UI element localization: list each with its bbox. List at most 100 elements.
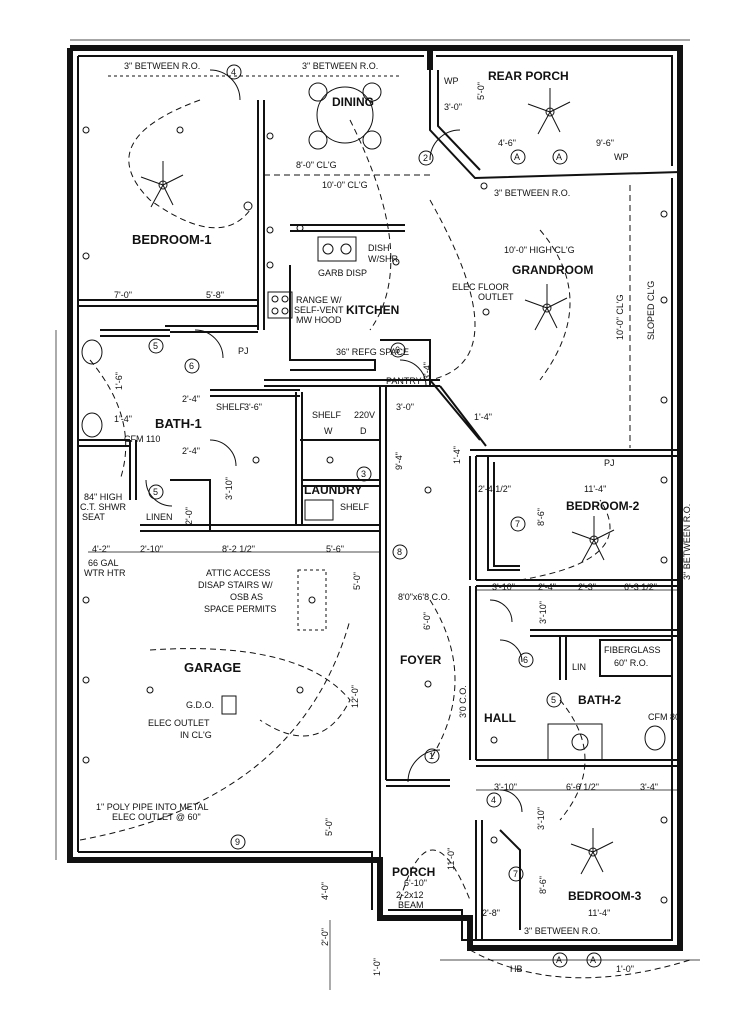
note-poly-pipe-2: ELEC OUTLET @ 60"	[112, 812, 201, 822]
note-clg-10-vert: 10'-0" CL'G	[615, 294, 625, 340]
room-label-bedroom1: BEDROOM-1	[132, 232, 211, 247]
note-shelf-1: SHELF	[312, 410, 342, 420]
room-label-foyer: FOYER	[400, 653, 442, 667]
tag: 6	[189, 361, 194, 371]
note-attic-3: OSB AS	[230, 592, 263, 602]
bath2-tub	[599, 639, 673, 677]
grid-marker: A	[514, 152, 520, 162]
exterior-walls	[67, 45, 683, 951]
note-water-heater-1: 66 GAL	[88, 558, 119, 568]
note-pj-1: PJ	[238, 346, 249, 356]
dimension-label: 4'-2"	[92, 544, 110, 554]
note-beam-1: 2-2x12	[396, 890, 424, 900]
note-between-ro-a: 3" BETWEEN R.O.	[124, 61, 200, 71]
dimension-label: 11'-4"	[588, 908, 610, 918]
tag: 5	[551, 695, 556, 705]
tag: 6	[395, 345, 400, 355]
room-label-pantry: PANTRY	[386, 376, 422, 386]
note-elec-floor-outlet-2: OUTLET	[478, 292, 514, 302]
range	[267, 291, 293, 319]
tag: 7	[515, 519, 520, 529]
note-self-vent: SELF-VENT	[294, 305, 344, 315]
ceiling-fan-rear-porch	[527, 88, 571, 135]
dimension-label: 4'-6"	[498, 138, 516, 148]
room-label-dining: DINING	[332, 95, 374, 109]
dimension-label: 4'-0"	[320, 882, 330, 900]
note-attic-1: ATTIC ACCESS	[206, 568, 270, 578]
outlet-symbols	[82, 126, 668, 904]
dimension-label: 11'-4"	[584, 484, 606, 494]
dimension-label: 6'-6 1/2"	[566, 782, 599, 792]
note-between-ro-d: 3" BETWEEN R.O.	[524, 926, 600, 936]
dimension-label: 9'-4"	[394, 452, 404, 470]
note-gdo: G.D.O.	[186, 700, 214, 710]
dimension-label: 2'-4 1/2"	[478, 484, 511, 494]
dimension-label: 2'-4"	[538, 582, 556, 592]
tag: 8	[397, 547, 402, 557]
tag: 2	[423, 153, 428, 163]
room-label-kitchen: KITCHEN	[346, 303, 399, 317]
circled-tags: 4 2 5 6 5 3 8 7 6 5 4 7 1 9 6	[148, 64, 562, 882]
dimension-label: 3'-4"	[422, 362, 432, 380]
note-wshr: W/SHR	[368, 254, 398, 264]
dimension-label: 7'-0"	[114, 290, 132, 300]
grid-marker: A	[590, 955, 596, 965]
tag: 3	[361, 469, 366, 479]
room-label-bath2: BATH-2	[578, 693, 621, 707]
note-cfm-110: CFM 110	[124, 434, 160, 444]
note-sloped-clg: SLOPED CL'G	[646, 281, 656, 340]
note-attic-2: DISAP STAIRS W/	[198, 580, 273, 590]
dimension-label: 3'-0"	[396, 402, 414, 412]
dimension-label: 9'-6"	[596, 138, 614, 148]
note-fiberglass-1: FIBERGLASS	[604, 645, 661, 655]
dimension-label: 5'-0"	[352, 572, 362, 590]
grid-markers: A A A A	[510, 149, 602, 968]
dimension-label: 8'-6"	[538, 876, 548, 894]
dimension-label: 11'-0"	[446, 848, 456, 870]
ceiling-fan-bedroom2	[571, 516, 615, 563]
plan-notes: 3" BETWEEN R.O. 3" BETWEEN R.O. 3" BETWE…	[80, 61, 692, 974]
room-label-linen: LINEN	[146, 512, 173, 522]
grid-marker: A	[556, 152, 562, 162]
dimension-labels: 7'-0" 5'-8" 1'-6" 2'-4" 3'-6" 1'-4" 2'-4…	[92, 82, 658, 976]
note-washer: W	[324, 426, 333, 436]
ceiling-fan-bedroom1	[140, 161, 184, 208]
room-label-garage: GARAGE	[184, 660, 241, 675]
dimension-label: 5'-8"	[206, 290, 224, 300]
dimension-label: 5'-0"	[476, 82, 486, 100]
note-pj-2: PJ	[604, 458, 615, 468]
dimension-label: 2'-8"	[482, 908, 500, 918]
note-220v: 220V	[354, 410, 375, 420]
room-label-laundry: LAUNDRY	[304, 483, 362, 497]
note-dryer: D	[360, 426, 367, 436]
note-wp-2: WP	[614, 152, 629, 162]
dimension-label: 12'-0"	[350, 685, 360, 708]
note-between-ro-c: 3" BETWEEN R.O.	[494, 188, 570, 198]
tag: 9	[235, 837, 240, 847]
tag: 5	[153, 341, 158, 351]
dimension-label: 6'-10"	[404, 878, 427, 888]
note-wp-1: WP	[444, 76, 459, 86]
bath2-vanity	[547, 723, 603, 761]
dimension-label: 3'-10"	[538, 601, 548, 624]
tag: 4	[231, 67, 236, 77]
dimension-label: 2'-4"	[182, 394, 200, 404]
dimension-label: 1'-4"	[452, 446, 462, 464]
dimension-label: 2'-0"	[320, 928, 330, 946]
dimension-label: 3'-0"	[444, 102, 462, 112]
note-elec-ceiling-2: IN CL'G	[180, 730, 212, 740]
room-label-bedroom2: BEDROOM-2	[566, 499, 640, 513]
note-between-ro-vert: 3" BETWEEN R.O.	[682, 504, 692, 580]
room-label-porch: PORCH	[392, 865, 435, 879]
room-label-lin: LIN	[572, 662, 586, 672]
dimension-label: 1'-4"	[114, 414, 132, 424]
tag: 1	[429, 751, 434, 761]
dimension-label: 1'-4"	[474, 412, 492, 422]
dimension-label: 1'-0"	[372, 958, 382, 976]
room-label-grandroom: GRANDROOM	[512, 263, 593, 277]
tag: 6	[523, 655, 528, 665]
kitchen-sink	[317, 236, 357, 262]
note-clg-10: 10'-0" CL'G	[322, 180, 368, 190]
note-refg-space: 36" REFG SPACE	[336, 347, 409, 357]
